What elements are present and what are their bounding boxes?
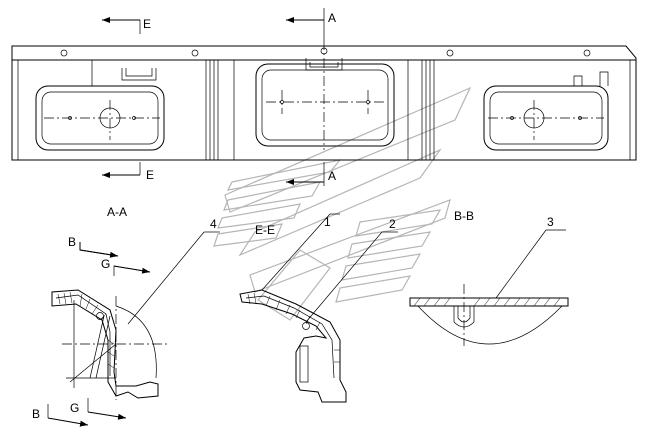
cut-label-e-top: E <box>143 17 151 31</box>
section-bb-hatch <box>413 297 561 307</box>
cut-label-g-lower: G <box>70 401 79 415</box>
middle-recess <box>255 40 395 150</box>
section-bb: B-B <box>409 209 569 346</box>
callout-4: 4 <box>210 217 217 231</box>
section-aa: A-A B G B G <box>32 205 170 427</box>
section-aa-title: A-A <box>107 205 127 219</box>
cut-label-a-bottom: A <box>328 169 336 183</box>
cut-label-b-lower: B <box>32 407 40 421</box>
left-recess <box>35 60 165 151</box>
cut-arrows: E E A A <box>102 8 336 186</box>
section-bb-title: B-B <box>454 209 474 223</box>
stiffener-lines-left <box>205 60 235 160</box>
callout-3: 3 <box>547 215 554 229</box>
section-ee: E-E <box>239 213 398 403</box>
top-panel-view <box>11 40 637 161</box>
leader-4 <box>127 231 220 325</box>
cut-label-b-upper: B <box>68 235 76 249</box>
section-aa-hatch <box>57 291 115 369</box>
right-recess <box>483 71 609 151</box>
callout-1: 1 <box>324 215 331 229</box>
cut-label-a-top: A <box>328 11 336 25</box>
section-ee-title: E-E <box>255 223 275 237</box>
callout-2: 2 <box>389 217 396 231</box>
cut-label-g-upper: G <box>101 257 110 271</box>
cut-label-e-bottom: E <box>146 168 154 182</box>
stiffener-lines-right <box>407 60 435 160</box>
watermark-logo <box>213 86 472 321</box>
